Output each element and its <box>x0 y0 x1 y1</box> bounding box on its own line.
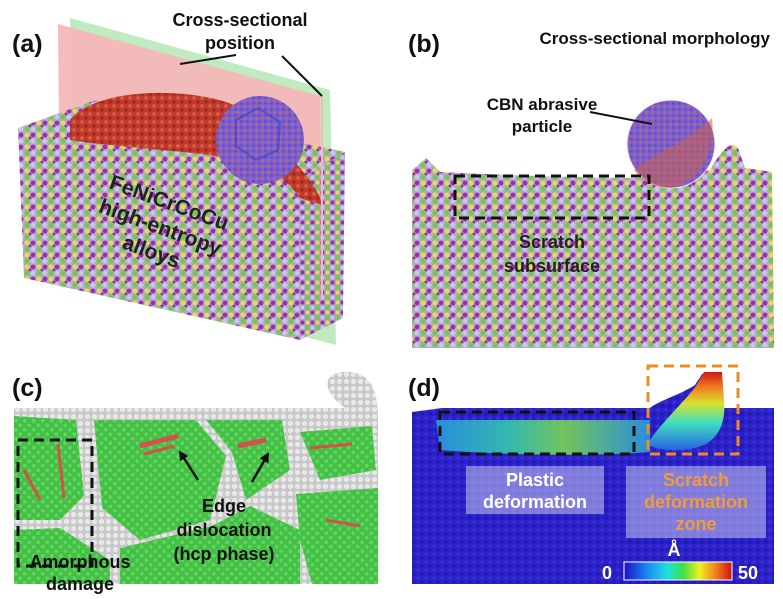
fcc-grain <box>94 420 226 540</box>
callout-cross-sectional: Cross-sectional <box>172 10 307 30</box>
callout-leader-left <box>179 54 237 65</box>
scratch-zone-box <box>646 364 740 456</box>
scale-min: 0 <box>602 563 612 583</box>
fcc-grain <box>14 528 110 584</box>
fcc-grain <box>14 416 84 520</box>
plastic-label-bg <box>466 466 604 514</box>
particle-label-line2: particle <box>512 117 572 136</box>
alloy-block-front <box>18 128 300 340</box>
hcp-fault <box>143 444 175 456</box>
fcc-grain <box>206 420 290 500</box>
hcp-fault <box>325 518 361 528</box>
panel-label-c: (c) <box>12 374 43 402</box>
hcp-fault <box>237 437 267 449</box>
scratch-peak <box>650 372 725 451</box>
edge-dislocation-label-line1: Edge <box>202 496 246 516</box>
fcc-grain <box>296 488 378 584</box>
panel-d: (d) Plastic deformation Scratch deformat… <box>408 364 774 584</box>
panel-label-b: (b) <box>408 30 440 58</box>
amorphous-damage-box <box>16 438 94 568</box>
amorphous-label-line2: damage <box>46 574 114 594</box>
scratch-label-line2: deformation <box>644 492 748 512</box>
plastic-deformation-box <box>438 410 636 456</box>
particle-label-line1: CBN abrasive <box>487 95 598 114</box>
callout-leader-right <box>281 55 323 97</box>
scratch-label-bg <box>626 466 766 538</box>
panel-a: (a) Cross-sectional position FeNiCrCoCu … <box>12 10 345 345</box>
scratch-subsurface-box <box>453 174 651 220</box>
fcc-grain <box>120 506 300 584</box>
scratch-label-line1: Scratch <box>663 470 729 490</box>
hcp-fault <box>309 442 353 450</box>
panel-label-d: (d) <box>408 374 440 402</box>
scratch-label-line3: zone <box>675 514 716 534</box>
panel-c: (c) Edge dislocation (hcp phase) Amorpho… <box>12 371 378 594</box>
hcp-fault <box>22 469 42 501</box>
plastic-label-line1: Plastic <box>506 470 564 490</box>
hcp-fault <box>56 443 66 499</box>
subsurface-label-line1: Scratch <box>519 232 585 252</box>
color-scale-bar <box>623 561 733 581</box>
cbn-particle-shade <box>634 118 713 188</box>
edge-dislocation-label-line2: dislocation <box>176 520 271 540</box>
callout-position: position <box>205 33 275 53</box>
subsurface-label-line2: subsurface <box>504 256 600 276</box>
fcc-grain <box>300 426 376 480</box>
scale-unit: Å <box>668 540 681 560</box>
scale-max: 50 <box>738 563 758 583</box>
panel-b-title: Cross-sectional morphology <box>540 29 771 48</box>
hcp-fault <box>139 433 179 449</box>
dislocation-arrow-left <box>178 450 200 481</box>
dislocation-arrow-right <box>250 452 270 483</box>
plastic-label-line2: deformation <box>483 492 587 512</box>
plastic-layer <box>436 420 650 455</box>
scratch-cross-section <box>412 145 774 348</box>
abrasive-particle-facet <box>235 106 282 162</box>
panel-label-a: (a) <box>12 30 43 58</box>
particle-leader <box>589 111 653 125</box>
panel-b: (b) Cross-sectional morphology CBN abras… <box>408 29 774 348</box>
amorphous-label-line1: Amorphous <box>30 552 131 572</box>
edge-dislocation-label-line3: (hcp phase) <box>173 544 274 564</box>
